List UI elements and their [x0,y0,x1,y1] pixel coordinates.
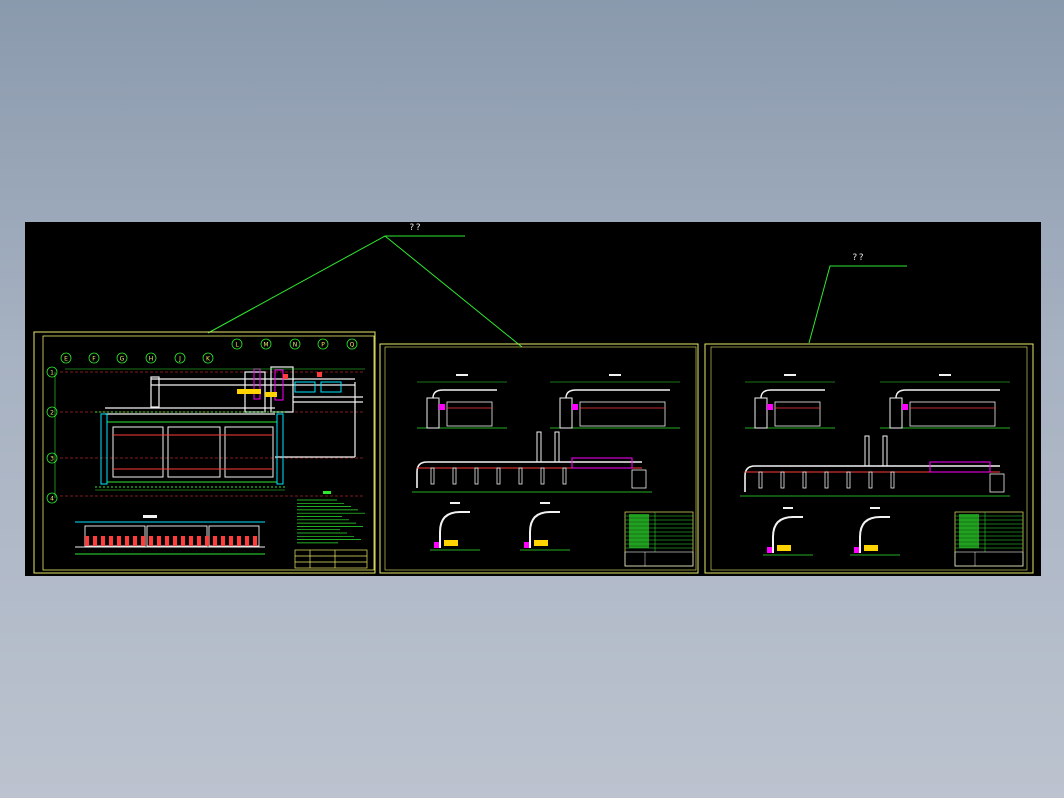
axis-label-M: M [263,342,268,349]
leader-left-b [384,235,523,348]
sheet-a-inner [384,346,697,571]
elbow-detail-b5 [850,507,900,556]
axis-label-H: H [149,356,154,363]
section-view-b2 [880,374,1010,429]
sheet-plan[interactable]: E F G H J K L M N P Q 1 2 3 4 [33,331,376,574]
leader-left-a [207,235,465,334]
axis-bubble [46,406,58,418]
elbow-detail-b4 [763,507,813,556]
axis-bubble [346,338,358,350]
elevation-equipment-mark [157,536,161,546]
plan-title-block [294,549,368,569]
elevation-equipment-mark [189,536,193,546]
axis-label-E: E [64,356,68,363]
elevation-equipment-mark [149,536,153,546]
elevation-equipment-mark [245,536,249,546]
callout-leaders [207,235,907,348]
elevation-equipment-mark [165,536,169,546]
elevation-equipment-mark [237,536,241,546]
legend-table-b [954,511,1024,567]
axis-label-4: 4 [50,496,54,503]
elevation-equipment-mark [141,536,145,546]
axis-label-L: L [235,342,239,349]
axis-bubble [289,338,301,350]
plan-notes-title-mark [323,491,331,494]
callout-right-label: ?? [852,253,865,263]
axis-label-Q: Q [350,342,355,349]
elevation-equipment-mark [109,536,113,546]
section-view-a2 [550,374,680,429]
leader-right [808,265,907,344]
long-section-b3 [740,435,1010,497]
axis-label-P: P [321,342,325,349]
plan-elevation-equipment [85,536,257,546]
section-view-a1 [417,374,507,429]
axis-bubble [231,338,243,350]
callout-left-label: ?? [409,223,422,233]
column-axes: E F G H J K L M N P Q [60,338,358,364]
legend-table-a [624,511,694,567]
sheet-b-inner [710,346,1028,571]
section-view-b1 [745,374,835,429]
axis-bubble [46,452,58,464]
plan-fittings [237,368,342,401]
axis-label-2: 2 [50,410,54,417]
plan-elevation-label [143,515,157,518]
axis-bubble [88,352,100,364]
axis-label-K: K [206,356,211,363]
elevation-equipment-mark [181,536,185,546]
axis-label-N: N [293,342,298,349]
plan-notes [297,499,365,544]
elevation-equipment-mark [85,536,89,546]
plan-tanks [95,411,285,488]
elevation-equipment-mark [221,536,225,546]
plan-dimensions [54,368,365,498]
axis-bubble [116,352,128,364]
axis-bubble [46,366,58,378]
axis-bubble [260,338,272,350]
cad-drawing: E F G H J K L M N P Q 1 2 3 4 [33,235,1034,574]
sheet-plan-outer-frame [33,331,376,574]
sheet-sections-a[interactable] [379,343,699,574]
axis-label-3: 3 [50,456,54,463]
elevation-equipment-mark [229,536,233,546]
axis-bubble [60,352,72,364]
row-axes: 1 2 3 4 [46,366,58,504]
elevation-equipment-mark [173,536,177,546]
cad-viewport[interactable]: E F G H J K L M N P Q 1 2 3 4 [25,222,1041,576]
elevation-equipment-mark [101,536,105,546]
axis-label-F: F [92,356,96,363]
long-section-a3 [412,431,652,493]
axis-bubble [174,352,186,364]
elbow-detail-a4 [430,502,480,551]
elevation-equipment-mark [213,536,217,546]
elevation-equipment-mark [125,536,129,546]
axis-bubble [145,352,157,364]
axis-label-G: G [120,356,125,363]
axis-label-1: 1 [50,370,54,377]
axis-bubble [202,352,214,364]
elevation-equipment-mark [93,536,97,546]
axis-bubble [317,338,329,350]
sheet-sections-b[interactable] [704,343,1034,574]
axis-bubble [46,492,58,504]
sheet-a-frame [379,343,699,574]
elevation-equipment-mark [117,536,121,546]
elevation-equipment-mark [197,536,201,546]
axis-label-J: J [178,356,181,363]
elbow-detail-a5 [520,502,570,551]
elevation-equipment-mark [133,536,137,546]
elevation-equipment-mark [253,536,257,546]
sheet-b-frame [704,343,1034,574]
elevation-equipment-mark [205,536,209,546]
sheet-plan-inner-frame [42,335,375,571]
section-drawings [412,374,1024,567]
